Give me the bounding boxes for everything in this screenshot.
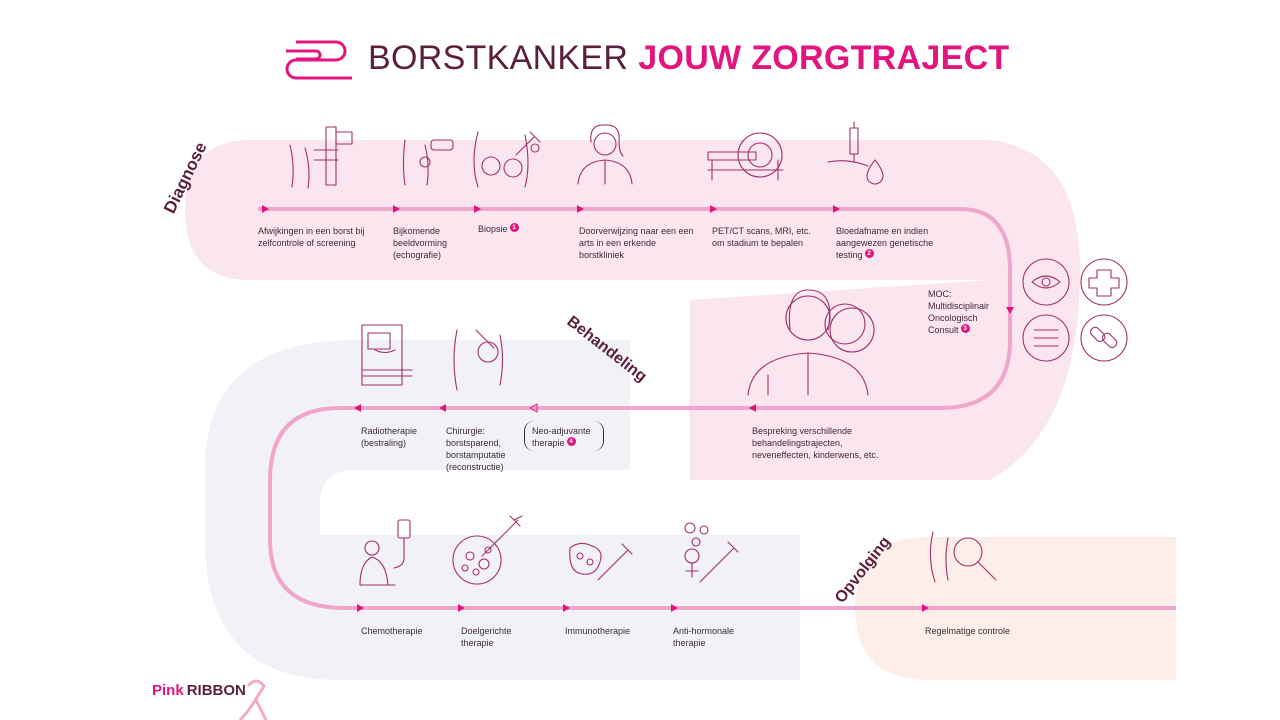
step-bijkomende-beeldvorming: Bijkomende beeldvorming (echografie) (393, 226, 448, 260)
badge-3: 3 (960, 324, 970, 333)
title-part2: JOUW ZORGTRAJECT (638, 38, 1010, 77)
mammography-icon (289, 126, 353, 189)
title-part1: BORSTKANKER (368, 38, 629, 77)
ct-scanner-icon (707, 132, 784, 181)
page-title: BORSTKANKER JOUW ZORGTRAJECT (368, 38, 1010, 78)
path-arrows (262, 205, 1014, 612)
ribbon-icon (238, 679, 268, 720)
step-bespreking: Bespreking verschillende behandelingstra… (752, 426, 879, 460)
badge-4: 4 (566, 437, 576, 446)
step-anti-hormonale: Anti-hormonale therapie (673, 626, 735, 648)
consultation-icon (747, 289, 875, 396)
magnifier-icon (929, 531, 997, 583)
step-afwijkingen: Afwijkingen in een borst bij zelfcontrol… (258, 226, 365, 248)
surgery-icon (453, 329, 504, 391)
moc-icons (1022, 258, 1128, 362)
badge-2: 2 (864, 249, 874, 258)
targeted-therapy-icon (452, 515, 523, 585)
ultrasound-icon (402, 139, 454, 186)
doctor-icon (577, 124, 633, 185)
immunotherapy-icon (569, 542, 633, 581)
step-chirurgie: Chirurgie: borstsparend, borstamputatie … (446, 426, 506, 472)
step-bloedafname: Bloedafname en indien aangewezen genetis… (836, 226, 934, 260)
zorgtraject-logo-icon (285, 40, 352, 80)
neo-adjuvant-bracket (524, 421, 604, 451)
badge-1: 1 (509, 223, 519, 232)
step-doelgerichte: Doelgerichte therapie (461, 626, 512, 648)
chemotherapy-icon (359, 519, 411, 586)
step-radiotherapie: Radiotherapie (bestraling) (361, 426, 418, 448)
band-diagnose (185, 140, 1080, 480)
step-moc: MOC: Multidisciplinair Oncologisch Consu… (928, 289, 990, 335)
step-petct: PET/CT scans, MRI, etc. om stadium te be… (712, 226, 811, 248)
brand-ribbon: RIBBON (186, 682, 246, 699)
radiotherapy-icon (361, 324, 413, 386)
step-regelmatige-controle: Regelmatige controle (925, 626, 1011, 636)
step-chemotherapie: Chemotherapie (361, 626, 423, 636)
biopsy-icon (473, 131, 541, 188)
blood-sample-icon (827, 121, 884, 185)
hormone-therapy-icon (684, 522, 739, 583)
brand-pink: Pink (152, 682, 184, 699)
step-doorverwijzing: Doorverwijzing naar een een arts in een … (579, 226, 694, 260)
step-immunotherapie: Immunotherapie (565, 626, 631, 636)
band-lavender (205, 340, 800, 680)
journey-path (258, 207, 1176, 610)
